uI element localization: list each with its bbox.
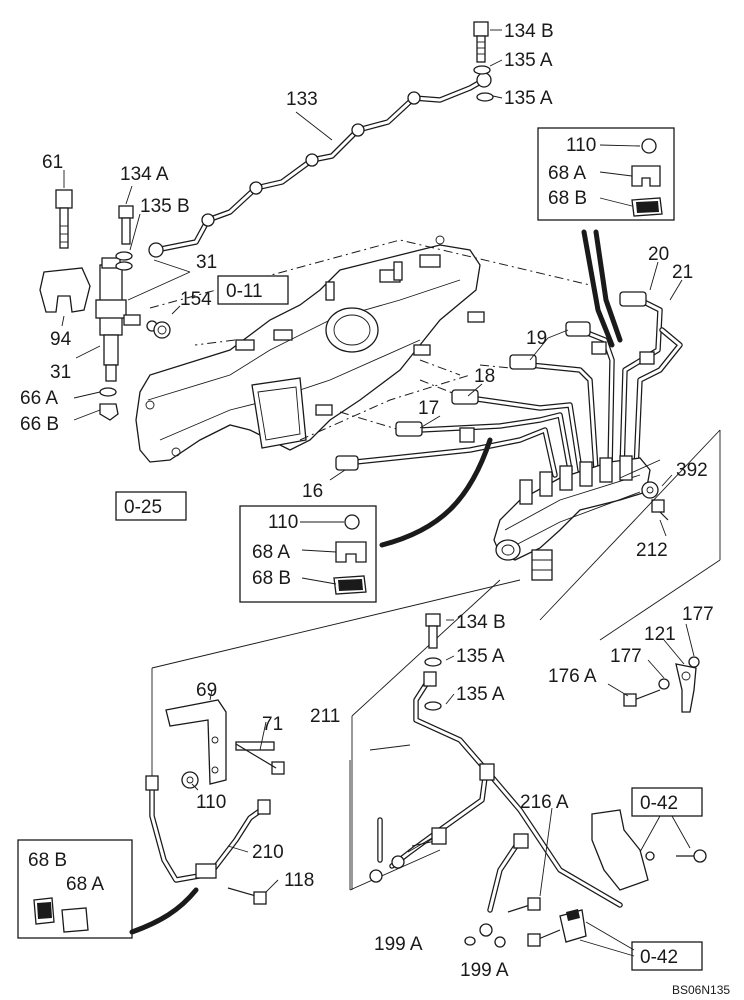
label-177-right: 177: [682, 604, 714, 625]
label-135a-top: 135 A: [504, 50, 553, 71]
label-66b: 66 B: [20, 414, 59, 435]
bracket-right: [591, 809, 707, 891]
label-31-top: 31: [196, 252, 217, 273]
label-69: 69: [196, 680, 217, 701]
label-212: 212: [636, 540, 668, 561]
bolt-176a: [623, 689, 661, 707]
label-71: 71: [262, 714, 283, 735]
injection-pipes: [343, 297, 683, 478]
fuel-pipe-210: [145, 775, 271, 883]
label-110-top-box: 110: [566, 135, 596, 156]
label-133: 133: [286, 89, 318, 110]
pipe-nuts: [335, 291, 655, 471]
bolt-392-212: [641, 481, 669, 521]
bolt-134a: [115, 205, 134, 271]
bolt-71: [235, 741, 285, 775]
leak-off-pipe-133: [148, 72, 492, 258]
label-68b-mid-box: 68 B: [252, 568, 291, 589]
label-392: 392: [676, 460, 708, 481]
label-17: 17: [418, 398, 439, 419]
label-134b-top: 134 B: [504, 21, 554, 42]
label-110-low: 110: [196, 792, 226, 813]
bolt-134b-mid: [424, 613, 442, 711]
label-134b-mid: 134 B: [456, 612, 506, 633]
label-118: 118: [284, 870, 314, 891]
label-135a-top-2: 135 A: [504, 88, 553, 109]
label-211: 211: [310, 706, 340, 727]
ref-0-42-upper: 0-42: [640, 793, 678, 814]
label-68b-top-box: 68 B: [548, 188, 587, 209]
clamp-kit-box-top: [537, 127, 675, 221]
bracket-69: [165, 699, 227, 785]
ref-box-0-42-upper: [631, 787, 703, 817]
label-94: 94: [50, 329, 72, 350]
label-177-left: 177: [610, 646, 642, 667]
label-16: 16: [302, 481, 323, 502]
label-20: 20: [648, 244, 669, 265]
label-216a: 216 A: [520, 792, 569, 813]
ref-0-42-lower: 0-42: [640, 947, 678, 968]
ref-box-0-42-lower: [631, 941, 703, 971]
label-135b: 135 B: [140, 196, 190, 217]
label-210: 210: [252, 842, 284, 863]
bolt-118: [227, 887, 267, 905]
label-176a: 176 A: [548, 666, 597, 687]
bolt-216a: [507, 897, 541, 913]
label-31-bottom: 31: [50, 362, 71, 383]
label-19: 19: [526, 328, 547, 349]
common-rail: [493, 455, 651, 581]
label-68a-low-box: 68 A: [66, 874, 104, 895]
label-68a-mid-box: 68 A: [252, 542, 290, 563]
label-18: 18: [474, 366, 495, 387]
fitting-121: [675, 663, 697, 713]
intake-manifold: [135, 235, 485, 463]
label-68a-top-box: 68 A: [548, 163, 586, 184]
label-135a-mid-2: 135 A: [456, 684, 505, 705]
label-61: 61: [42, 152, 63, 173]
nut-110-low: [181, 771, 199, 789]
injector-31: [95, 257, 141, 382]
clamp-94: [39, 267, 91, 313]
drawing-code: BS06N135: [672, 983, 730, 997]
label-110-mid-box: 110: [268, 512, 298, 533]
seal-154: [153, 321, 171, 339]
ref-box-0-25: [115, 491, 187, 521]
label-21: 21: [672, 262, 693, 283]
fuel-pipe-211: [377, 671, 623, 913]
label-121: 121: [644, 624, 676, 645]
ref-0-25: 0-25: [124, 497, 162, 518]
label-135a-mid: 135 A: [456, 646, 505, 667]
label-134a: 134 A: [120, 164, 169, 185]
label-199a-left: 199 A: [374, 934, 423, 955]
label-68b-low-box: 68 B: [28, 850, 67, 871]
label-154: 154: [180, 289, 212, 310]
label-199a-right: 199 A: [460, 960, 509, 981]
label-66a: 66 A: [20, 388, 58, 409]
bolt-61: [55, 189, 73, 249]
clamp-lower-right: [527, 909, 587, 947]
ref-box-0-11: [217, 275, 289, 305]
ref-0-11: 0-11: [226, 281, 263, 302]
clamp-kit-box-low: [17, 839, 133, 939]
banjo-bolt-134b-top: [473, 21, 494, 102]
